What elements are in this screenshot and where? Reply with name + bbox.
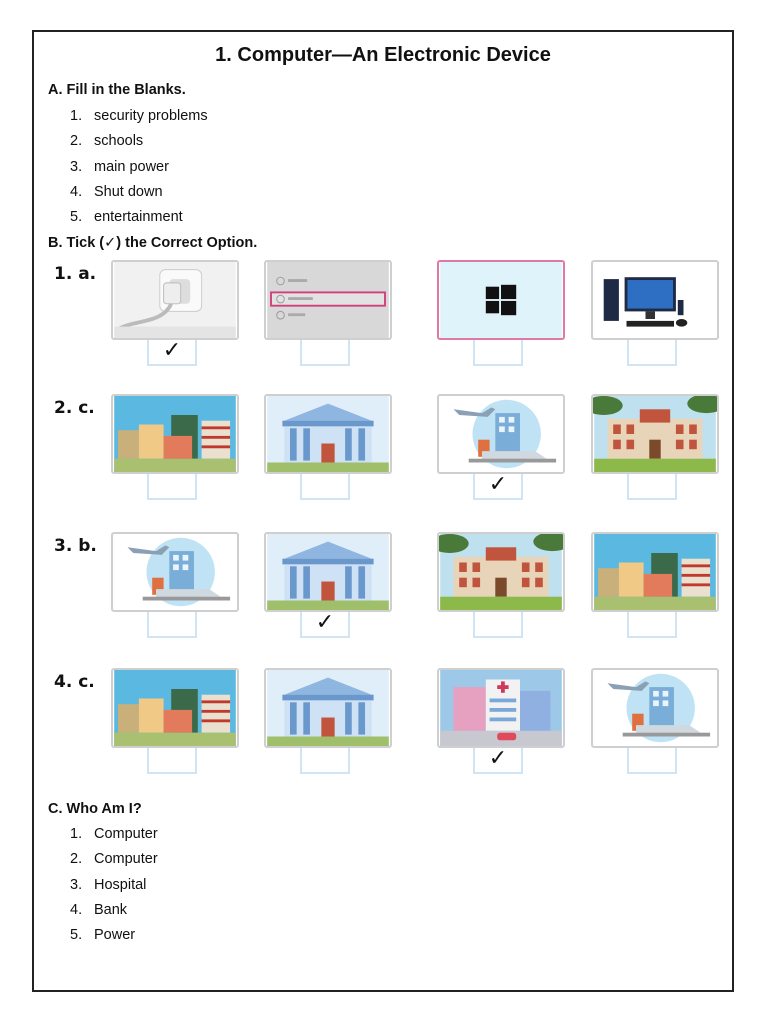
worksheet-frame: 1. Computer—An Electronic Device A. Fill… [32, 30, 734, 992]
bank-image[interactable] [264, 532, 392, 612]
answer-tick-box[interactable]: ✓ [300, 610, 350, 638]
transport-image[interactable] [437, 394, 565, 474]
list-item: 4.Shut down [70, 183, 163, 200]
answer-tick-box[interactable] [627, 474, 677, 500]
market-image[interactable] [591, 532, 719, 612]
question-label: 1. a. [54, 264, 97, 284]
tick-mark-icon: ✓ [488, 746, 508, 771]
section-a-heading: A. Fill in the Blanks. [48, 82, 186, 98]
list-item: 5.entertainment [70, 209, 183, 226]
answer-tick-box[interactable] [627, 748, 677, 774]
transport-image[interactable] [111, 532, 239, 612]
answer-tick-box[interactable]: ✓ [473, 472, 523, 500]
answer-tick-box[interactable] [147, 748, 197, 774]
answer-tick-box[interactable] [300, 340, 350, 366]
windows-logo-image[interactable] [437, 260, 565, 340]
answer-tick-box[interactable]: ✓ [473, 746, 523, 774]
answer-tick-box[interactable] [627, 340, 677, 366]
tick-mark-icon: ✓ [315, 610, 335, 635]
question-label: 4. c. [54, 672, 95, 692]
desktop-computer-image[interactable] [591, 260, 719, 340]
bank-image[interactable] [264, 394, 392, 474]
list-item: 3.main power [70, 158, 169, 175]
market-image[interactable] [111, 668, 239, 748]
transport-image[interactable] [591, 668, 719, 748]
list-item: 5.Power [70, 927, 136, 944]
question-label: 2. c. [54, 398, 95, 418]
answer-tick-box[interactable] [627, 612, 677, 638]
page-title: 1. Computer—An Electronic Device [215, 44, 551, 66]
section-a-list: 1.security problems 2.schools 3.main pow… [70, 104, 208, 230]
bank-image[interactable] [264, 668, 392, 748]
answer-tick-box[interactable] [147, 474, 197, 500]
answer-tick-box[interactable] [300, 748, 350, 774]
section-c-list: 1.Computer 2.Computer 3.Hospital 4.Bank … [70, 822, 158, 948]
list-item: 2.schools [70, 133, 144, 150]
school-image[interactable] [437, 532, 565, 612]
list-item: 2.Computer [70, 851, 158, 868]
question-label: 3. b. [54, 536, 97, 556]
answer-tick-box[interactable] [300, 474, 350, 500]
section-b-heading: B. Tick (✓) the Correct Option. [48, 235, 258, 251]
school-image[interactable] [591, 394, 719, 474]
list-item: 1.Computer [70, 826, 158, 842]
shutdown-menu-image[interactable] [264, 260, 392, 340]
tick-mark-icon: ✓ [162, 338, 182, 363]
market-image[interactable] [111, 394, 239, 474]
tick-mark-icon: ✓ [488, 472, 508, 497]
list-item: 4.Bank [70, 901, 128, 918]
answer-tick-box[interactable] [473, 612, 523, 638]
list-item: 1.security problems [70, 108, 208, 124]
power-plug-image[interactable] [111, 260, 239, 340]
answer-tick-box[interactable] [147, 612, 197, 638]
answer-tick-box[interactable] [473, 340, 523, 366]
list-item: 3.Hospital [70, 876, 147, 893]
answer-tick-box[interactable]: ✓ [147, 338, 197, 366]
hospital-image[interactable] [437, 668, 565, 748]
section-c-heading: C. Who Am I? [48, 801, 142, 817]
